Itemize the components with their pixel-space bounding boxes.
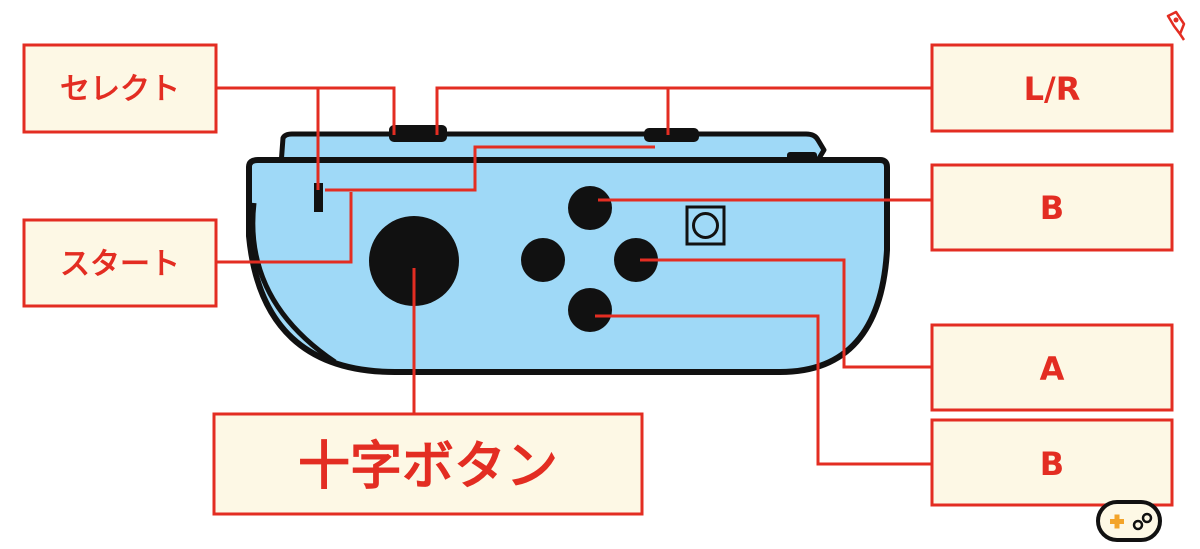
face-button-bottom[interactable]: [568, 288, 612, 332]
pencil-tool-icon: [1166, 10, 1186, 41]
face-button-left[interactable]: [521, 238, 565, 282]
face-button-right[interactable]: [614, 238, 658, 282]
r-shoulder-button[interactable]: [644, 128, 699, 142]
label-dpad: 十字ボタン: [298, 437, 558, 497]
l-shoulder-button[interactable]: [389, 125, 447, 142]
line-b-bottom: [595, 314, 932, 466]
label-lr-box: L/R: [930, 43, 1174, 133]
label-lr: L/R: [1024, 70, 1081, 108]
label-start-box: スタート: [22, 218, 218, 308]
label-dpad-box: 十字ボタン: [212, 412, 644, 516]
label-a-box: A: [930, 323, 1174, 412]
leader-lines: [216, 86, 932, 466]
select-button[interactable]: [314, 183, 323, 212]
grip-edge: [250, 202, 337, 365]
label-select: セレクト: [60, 72, 180, 107]
gamepad-logo-icon: [1096, 500, 1162, 542]
label-a: A: [1040, 350, 1065, 388]
analog-stick[interactable]: [369, 216, 459, 306]
controller-body: [246, 157, 890, 375]
label-b-top: B: [1040, 189, 1064, 227]
label-b-bottom: B: [1040, 445, 1064, 483]
label-b-top-box: B: [930, 163, 1174, 252]
label-b-bottom-box: B: [930, 418, 1174, 507]
controller: [246, 125, 890, 375]
capture-button[interactable]: [685, 205, 726, 246]
label-select-box: セレクト: [22, 43, 218, 134]
line-select-l: [216, 86, 396, 135]
line-start-rail: [325, 145, 655, 192]
line-start: [216, 192, 353, 264]
line-a: [640, 258, 932, 369]
label-start: スタート: [60, 247, 180, 282]
line-lr-l: [435, 86, 932, 135]
face-button-top[interactable]: [568, 186, 612, 230]
